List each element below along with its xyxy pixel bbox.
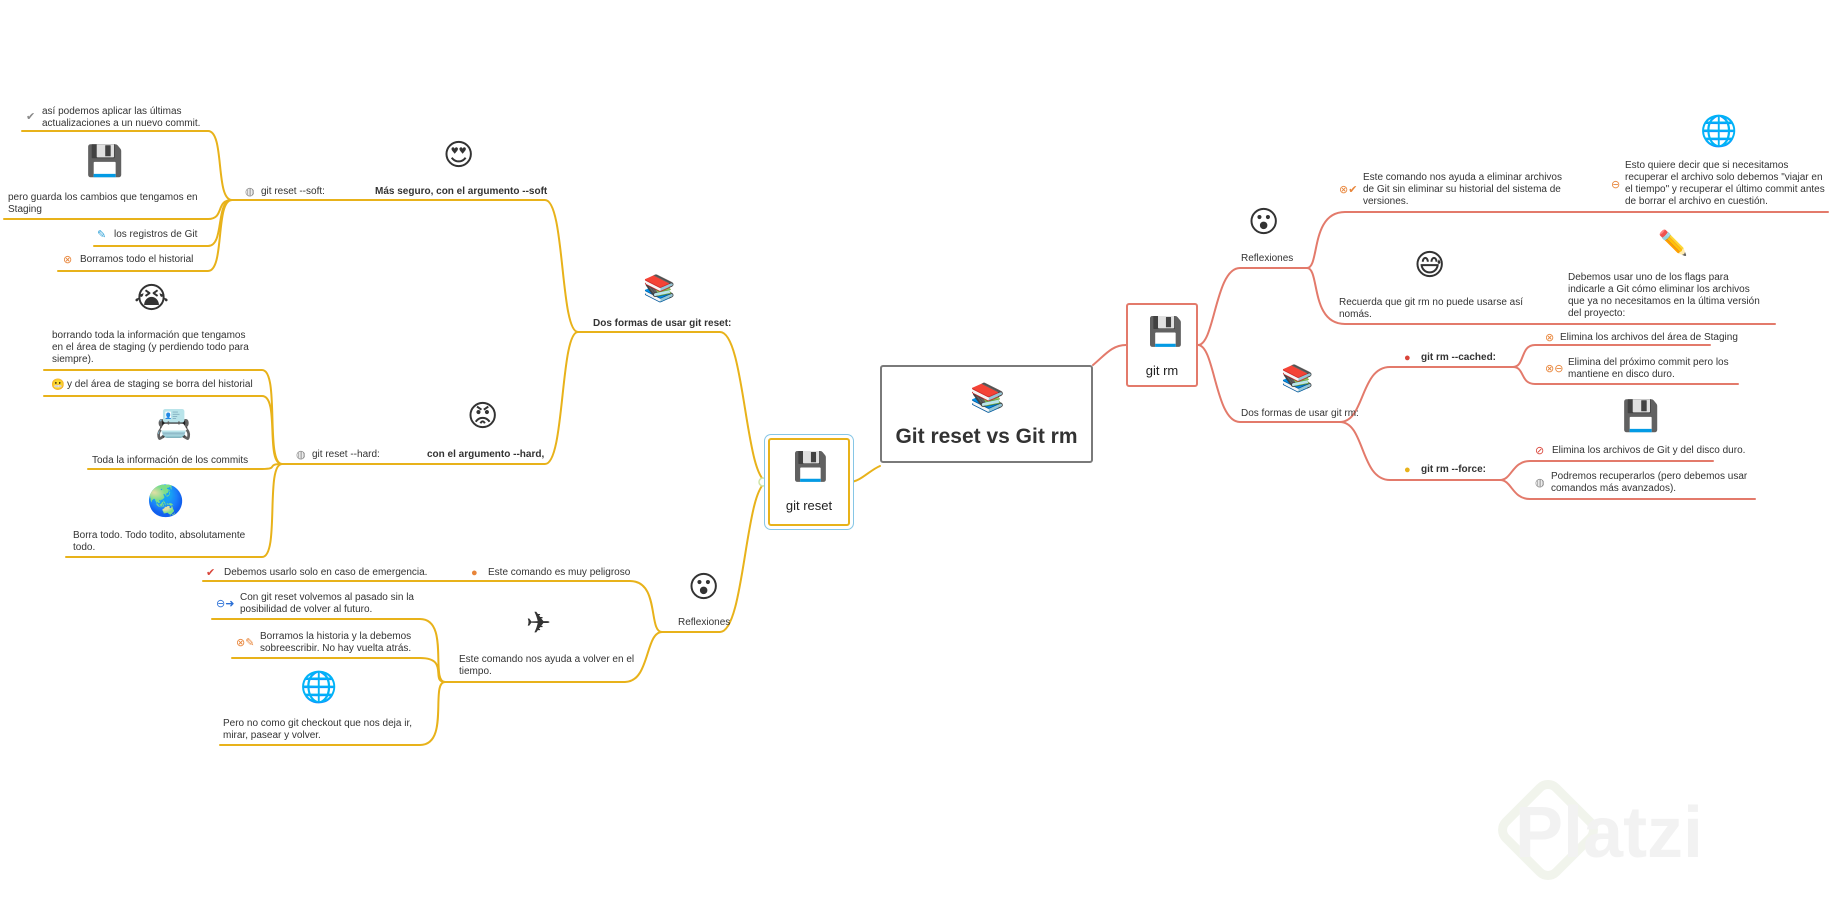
volver-item-1[interactable]: Con git reset volvemos al pasado sin la …	[240, 592, 414, 615]
git-rm-topic[interactable]: 💾 git rm	[1126, 303, 1198, 387]
sweat-smile-emoji-icon: 😅	[1414, 249, 1446, 282]
floppy-disk-icon: 💾	[1622, 400, 1660, 433]
x-mark-icon: ⊗	[1545, 332, 1555, 344]
force-label[interactable]: git rm --force:	[1421, 464, 1486, 475]
bullet-icon: ⊖	[1611, 179, 1621, 191]
central-topic[interactable]: 📚 Git reset vs Git rm	[880, 365, 1093, 463]
x-mark-icon: ⊗	[63, 254, 73, 266]
stop-icon: ⊘	[1535, 445, 1545, 457]
earth-globe-icon: 🌏	[147, 485, 185, 518]
central-title: Git reset vs Git rm	[895, 425, 1078, 448]
rm-dos-formas-label[interactable]: Dos formas de usar git rm:	[1241, 408, 1359, 419]
globe-icon: ◍	[296, 449, 306, 461]
pencil-icon: ✎	[97, 229, 107, 241]
globe-icon: ◍	[245, 186, 255, 198]
heart-eyes-emoji-icon: 😍	[443, 139, 475, 172]
x-minus-icon: ⊗⊖	[1545, 363, 1564, 375]
hard-item-1[interactable]: borrando toda la información que tengamo…	[52, 330, 249, 365]
check-red-icon: ✔	[206, 567, 216, 579]
cached-item-2[interactable]: Elimina del próximo commit pero los mant…	[1568, 357, 1729, 380]
books-icon: 📚	[970, 382, 1005, 413]
force-item-2[interactable]: Podremos recuperarlos (pero debemos usar…	[1551, 471, 1748, 494]
astonished-face-emoji-icon: 😮	[1248, 206, 1280, 239]
books-icon: 📚	[643, 273, 676, 303]
soft-item-1[interactable]: así podemos aplicar las últimas actualiz…	[42, 106, 201, 129]
volver-item-3[interactable]: Pero no como git checkout que nos deja i…	[223, 718, 413, 741]
reset-reflexiones-label[interactable]: Reflexiones	[678, 617, 731, 628]
git-rm-title: git rm	[1145, 363, 1179, 378]
floppy-disk-icon: 💾	[86, 145, 124, 178]
astonished-face-emoji-icon: 😮	[688, 571, 720, 604]
hard-label[interactable]: con el argumento --hard,	[427, 449, 545, 460]
volver-item-2[interactable]: Borramos la historia y la debemos sobree…	[260, 631, 412, 654]
crying-face-emoji-icon: 😭	[134, 282, 170, 315]
emergencia-label[interactable]: Debemos usarlo solo en caso de emergenci…	[224, 567, 428, 578]
hard-item-4[interactable]: Borra todo. Todo todito, absolutamente t…	[73, 530, 246, 553]
contact-card-icon: 📇	[155, 408, 193, 441]
floppy-disk-icon: 💾	[793, 451, 828, 482]
priority-2-icon: ●	[1404, 464, 1411, 476]
books-icon: 📚	[1281, 363, 1314, 393]
priority-1-icon: ●	[1404, 352, 1411, 364]
check-icon: ✔	[26, 111, 36, 123]
soft-item-3[interactable]: los registros de Git	[114, 229, 198, 240]
arrow-icon: ⊖➜	[216, 598, 235, 610]
git-reset-topic[interactable]: 💾 git reset	[768, 438, 850, 526]
angry-face-emoji-icon: 😡	[467, 400, 499, 433]
rm-reflexion-4[interactable]: Debemos usar uno de los flags para indic…	[1568, 272, 1760, 319]
globe-icon: ◍	[1535, 477, 1545, 489]
soft-sub-label[interactable]: git reset --soft:	[261, 186, 325, 197]
platzi-watermark: Platzi	[1515, 793, 1704, 873]
globe-stand-icon: 🌐	[300, 671, 338, 704]
globe-stand-icon: 🌐	[1700, 115, 1738, 148]
floppy-disk-icon: 💾	[1148, 316, 1183, 347]
rm-reflexiones-label[interactable]: Reflexiones	[1241, 253, 1294, 264]
soft-label[interactable]: Más seguro, con el argumento --soft	[375, 186, 548, 197]
rm-reflexion-3[interactable]: Recuerda que git rm no puede usarse así …	[1339, 297, 1523, 320]
peligroso-label[interactable]: Este comando es muy peligroso	[488, 567, 631, 578]
grimace-emoji-icon: 😬	[51, 379, 65, 391]
soft-item-2[interactable]: pero guarda los cambios que tengamos en …	[8, 192, 198, 215]
hard-sub-label[interactable]: git reset --hard:	[312, 449, 380, 460]
ruler-pencil-icon: ✏️	[1658, 230, 1688, 257]
airplane-icon: ✈	[526, 607, 552, 640]
rm-reflexion-1[interactable]: Este comando nos ayuda a eliminar archiv…	[1363, 172, 1562, 207]
exclamation-icon: ●	[471, 567, 478, 579]
volver-label[interactable]: Este comando nos ayuda a volver en el ti…	[459, 654, 635, 677]
reset-dos-formas-label[interactable]: Dos formas de usar git reset:	[593, 318, 732, 329]
git-reset-title: git reset	[785, 498, 833, 513]
x-check-icon: ⊗✔	[1339, 184, 1358, 196]
cached-item-1[interactable]: Elimina los archivos del área de Staging	[1560, 332, 1738, 343]
hard-item-3[interactable]: Toda la información de los commits	[92, 455, 249, 466]
soft-item-4[interactable]: Borramos todo el historial	[80, 254, 194, 265]
force-item-1[interactable]: Elimina los archivos de Git y del disco …	[1552, 445, 1746, 456]
hard-item-2[interactable]: y del área de staging se borra del histo…	[67, 379, 253, 390]
x-pencil-icon: ⊗✎	[236, 637, 255, 649]
cached-label[interactable]: git rm --cached:	[1421, 352, 1497, 363]
rm-reflexion-2[interactable]: Esto quiere decir que si necesitamos rec…	[1625, 160, 1825, 207]
